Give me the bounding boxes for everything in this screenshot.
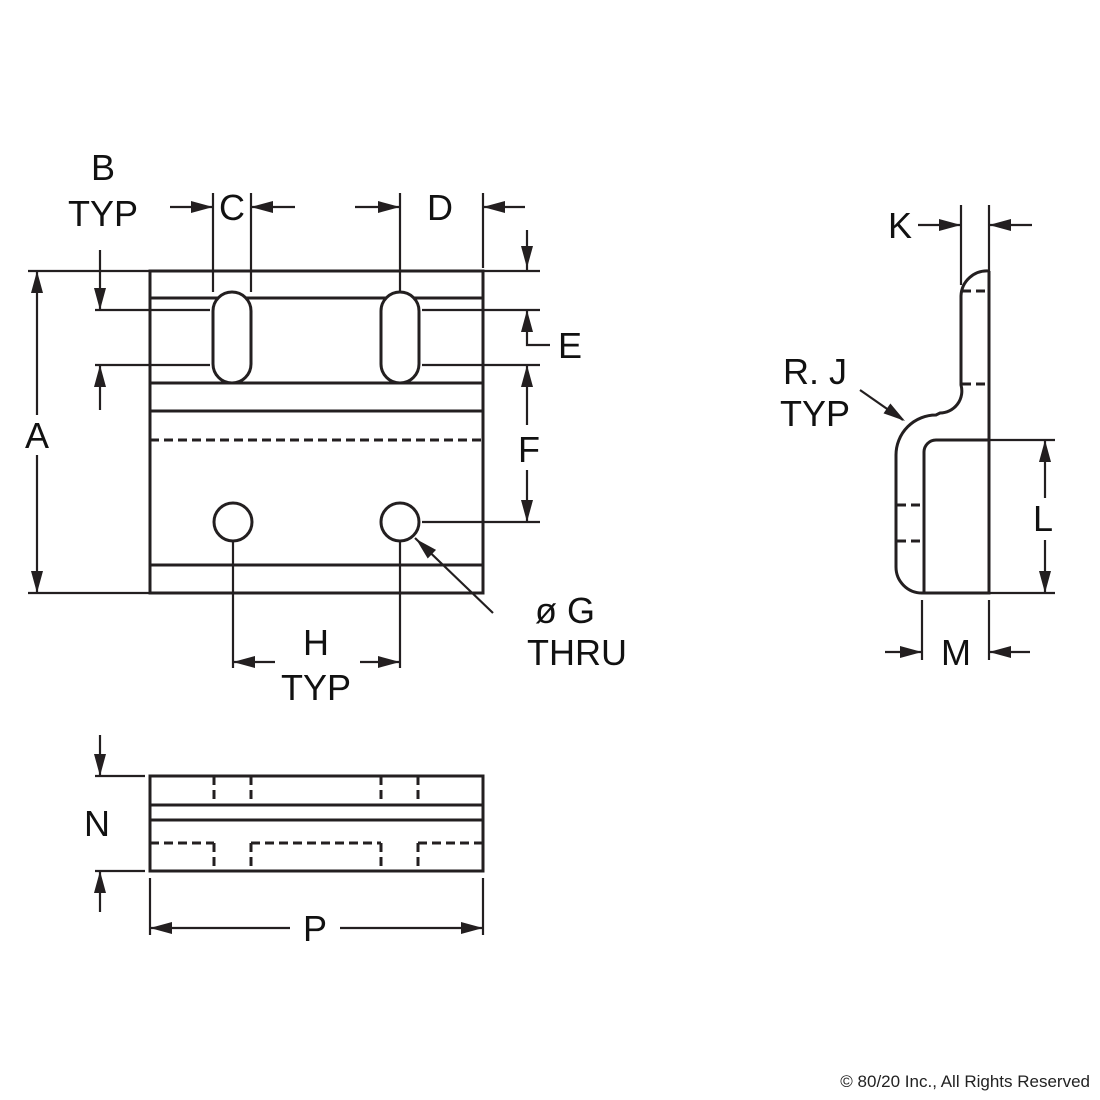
arrowhead-icon bbox=[31, 571, 43, 593]
arrowhead-icon bbox=[1039, 440, 1051, 462]
arrowheads bbox=[31, 201, 1051, 934]
arrowhead-icon bbox=[883, 403, 905, 421]
dim-label-j-typ: TYP bbox=[780, 393, 850, 434]
arrowhead-icon bbox=[378, 656, 400, 668]
bottom-view bbox=[148, 774, 485, 873]
arrowhead-icon bbox=[521, 310, 533, 332]
dim-label-f: F bbox=[518, 429, 540, 470]
hole-left bbox=[212, 501, 254, 543]
dim-label-b: B bbox=[91, 147, 115, 188]
arrowhead-icon bbox=[94, 871, 106, 893]
arrowhead-icon bbox=[900, 646, 922, 658]
side-view bbox=[894, 269, 991, 595]
dim-label-h-typ: TYP bbox=[281, 667, 351, 708]
dim-label-e: E bbox=[558, 325, 582, 366]
dim-label-c: C bbox=[219, 187, 245, 228]
arrowhead-icon bbox=[939, 219, 961, 231]
arrowhead-icon bbox=[251, 201, 273, 213]
arrowhead-icon bbox=[521, 365, 533, 387]
dim-label-p: P bbox=[303, 908, 327, 949]
arrowhead-icon bbox=[989, 219, 1011, 231]
dim-label-d: D bbox=[427, 187, 453, 228]
arrowhead-icon bbox=[233, 656, 255, 668]
arrowhead-icon bbox=[94, 754, 106, 776]
arrowhead-icon bbox=[521, 246, 533, 268]
dim-label-l: L bbox=[1033, 498, 1053, 539]
slot-left bbox=[211, 290, 253, 385]
arrowhead-icon bbox=[31, 271, 43, 293]
hole-right bbox=[379, 501, 421, 543]
dim-label-k: K bbox=[888, 205, 912, 246]
arrowhead-icon bbox=[521, 500, 533, 522]
arrowhead-icon bbox=[416, 539, 437, 559]
arrowhead-icon bbox=[191, 201, 213, 213]
dim-label-a: A bbox=[25, 415, 49, 456]
arrowhead-icon bbox=[94, 288, 106, 310]
arrowhead-icon bbox=[378, 201, 400, 213]
arrowhead-icon bbox=[989, 646, 1011, 658]
front-view bbox=[148, 269, 485, 595]
dim-label-j: R. J bbox=[783, 351, 847, 392]
dim-label-m: M bbox=[941, 632, 971, 673]
arrowhead-icon bbox=[483, 201, 505, 213]
dim-label-n: N bbox=[84, 803, 110, 844]
slot-right bbox=[379, 290, 421, 385]
arrowhead-icon bbox=[94, 365, 106, 387]
copyright-notice: © 80/20 Inc., All Rights Reserved bbox=[840, 1072, 1090, 1091]
arrowhead-icon bbox=[461, 922, 483, 934]
dim-label-g: ø G bbox=[535, 590, 595, 631]
dim-label-b-typ: TYP bbox=[68, 193, 138, 234]
arrowhead-icon bbox=[1039, 571, 1051, 593]
arrowhead-icon bbox=[150, 922, 172, 934]
dim-label-g-thru: THRU bbox=[527, 632, 627, 673]
dim-label-h: H bbox=[303, 622, 329, 663]
